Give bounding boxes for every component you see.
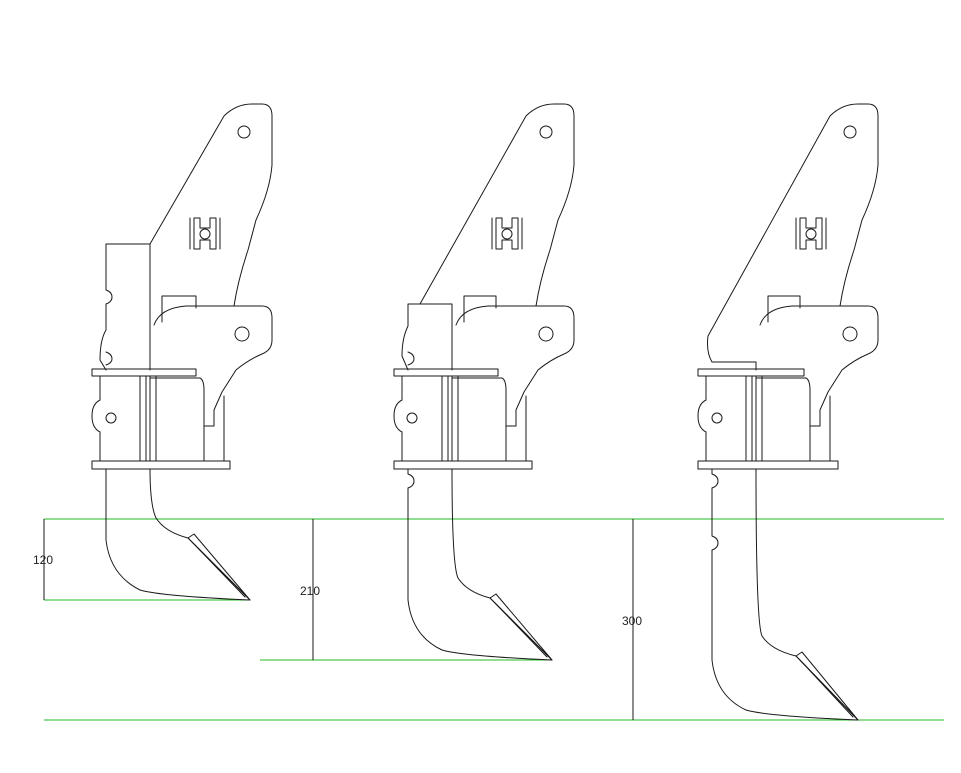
clamp-bar — [711, 361, 757, 371]
tine-point — [795, 651, 859, 721]
tine-shank — [105, 468, 251, 601]
tine-point — [187, 533, 251, 601]
bolt-hole-upper — [843, 125, 857, 139]
mounting-plate — [707, 103, 879, 363]
tine-point — [489, 593, 553, 661]
shank-assembly-3 — [697, 103, 879, 721]
clevis-bracket — [767, 295, 801, 323]
base-plate — [393, 460, 533, 470]
shank-assembly-2 — [393, 103, 575, 661]
shank-assembly-1 — [91, 103, 273, 601]
depth-label-210: 210 — [300, 584, 320, 598]
h-clamp — [491, 217, 523, 250]
mounting-plate — [419, 103, 575, 307]
base-plate — [91, 460, 231, 470]
bolt-hole-pivot — [234, 326, 250, 342]
ground-lines — [44, 518, 944, 721]
bolt-hole-upper — [237, 125, 251, 139]
mount-block — [697, 368, 805, 377]
mount-block — [91, 368, 197, 377]
base-plate — [697, 460, 839, 470]
clevis-bracket — [463, 295, 497, 323]
h-clamp — [189, 217, 221, 250]
tine-shank — [711, 468, 859, 721]
clevis-bracket — [161, 295, 197, 323]
depth-label-120: 120 — [33, 553, 53, 567]
clamp-bar — [99, 243, 151, 371]
dimension-120: 120 — [33, 519, 53, 600]
mount-block — [393, 368, 499, 377]
clamp-bar — [401, 303, 453, 371]
bolt-hole-upper — [539, 125, 553, 139]
dimension-300: 300 — [622, 519, 642, 720]
bolt-hole-pivot — [842, 326, 858, 342]
tine-shank — [407, 468, 553, 661]
mounting-plate — [149, 103, 273, 307]
depth-label-300: 300 — [622, 614, 642, 628]
h-clamp — [795, 217, 827, 250]
dimension-210: 210 — [300, 519, 320, 660]
bolt-hole-pivot — [538, 326, 554, 342]
